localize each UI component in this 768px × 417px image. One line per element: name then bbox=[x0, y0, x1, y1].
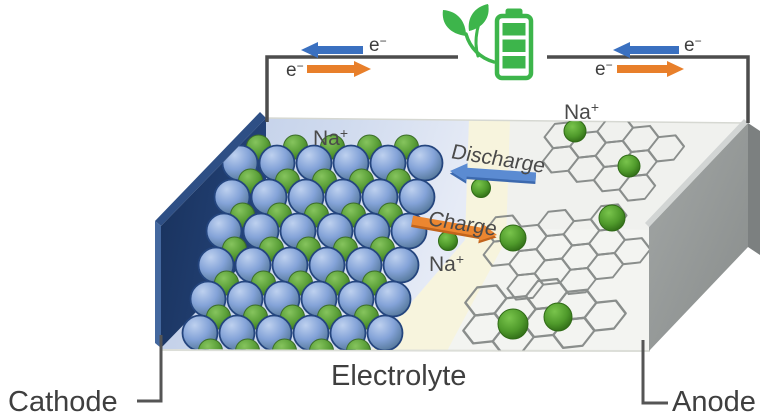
electron-label-top-right: e− bbox=[684, 34, 702, 56]
sodium-ion bbox=[499, 224, 527, 252]
cathode-lattice bbox=[181, 134, 444, 351]
box-rear-edge bbox=[265, 117, 749, 124]
hexagon-cell bbox=[647, 134, 686, 163]
anode-plate-face bbox=[649, 123, 748, 351]
na-label-electrolyte: Na+ bbox=[429, 251, 464, 276]
metal-oxide-sphere bbox=[406, 144, 444, 182]
charge-electron-arrow-left bbox=[307, 61, 371, 77]
na-label-anode: Na+ bbox=[564, 99, 599, 124]
sodium-ion bbox=[617, 154, 641, 178]
circuit-wire-left bbox=[265, 55, 458, 122]
sodium-ion bbox=[235, 338, 260, 351]
metal-oxide-sphere bbox=[398, 178, 436, 216]
discharge-electron-arrow-left bbox=[301, 42, 363, 58]
sodium-ion bbox=[471, 178, 491, 198]
na-label-cathode: Na+ bbox=[313, 125, 348, 150]
hexagon-cell bbox=[586, 252, 625, 281]
cathode-plate-bevel bbox=[155, 112, 266, 226]
electron-label-top-left: e− bbox=[369, 34, 387, 56]
metal-oxide-sphere bbox=[382, 246, 420, 284]
electron-label-bottom-right: e− bbox=[595, 58, 613, 80]
external-circuit bbox=[265, 55, 750, 123]
circuit-wire-right bbox=[547, 55, 750, 123]
charge-arrow bbox=[411, 215, 497, 244]
cathode-label: Cathode bbox=[8, 386, 118, 417]
sodium-ion bbox=[497, 308, 529, 340]
sodium-ion bbox=[198, 338, 223, 351]
sodium-ion bbox=[309, 338, 334, 351]
electrolyte-sodium-ions bbox=[438, 178, 491, 251]
hexagon-cell bbox=[583, 299, 627, 332]
discharge-arrow bbox=[449, 163, 537, 184]
cathode-lead-wire bbox=[137, 335, 163, 403]
anode-sodium-ions bbox=[497, 119, 641, 340]
box-bottom-edge bbox=[160, 349, 651, 352]
plant-icon bbox=[442, 4, 496, 64]
charge-electron-arrow-right bbox=[617, 61, 684, 77]
sodium-ion bbox=[598, 204, 626, 232]
cathode-plate-edge bbox=[155, 221, 161, 348]
sodium-ion bbox=[543, 302, 573, 332]
anode-lead-wire bbox=[641, 340, 668, 405]
sodium-ion bbox=[272, 338, 297, 351]
anode-label: Anode bbox=[672, 386, 756, 417]
electrolyte-label: Electrolyte bbox=[331, 360, 466, 392]
metal-oxide-sphere bbox=[374, 280, 412, 318]
discharge-electron-arrow-right bbox=[613, 42, 679, 58]
metal-oxide-sphere bbox=[366, 314, 404, 351]
anode-plate-bevel bbox=[645, 119, 748, 227]
anode-plate bbox=[645, 119, 760, 351]
sodium-ion bbox=[346, 338, 371, 351]
battery-icon bbox=[494, 8, 534, 81]
anode-plate-side bbox=[748, 123, 760, 255]
electron-label-bottom-left: e− bbox=[286, 59, 304, 81]
